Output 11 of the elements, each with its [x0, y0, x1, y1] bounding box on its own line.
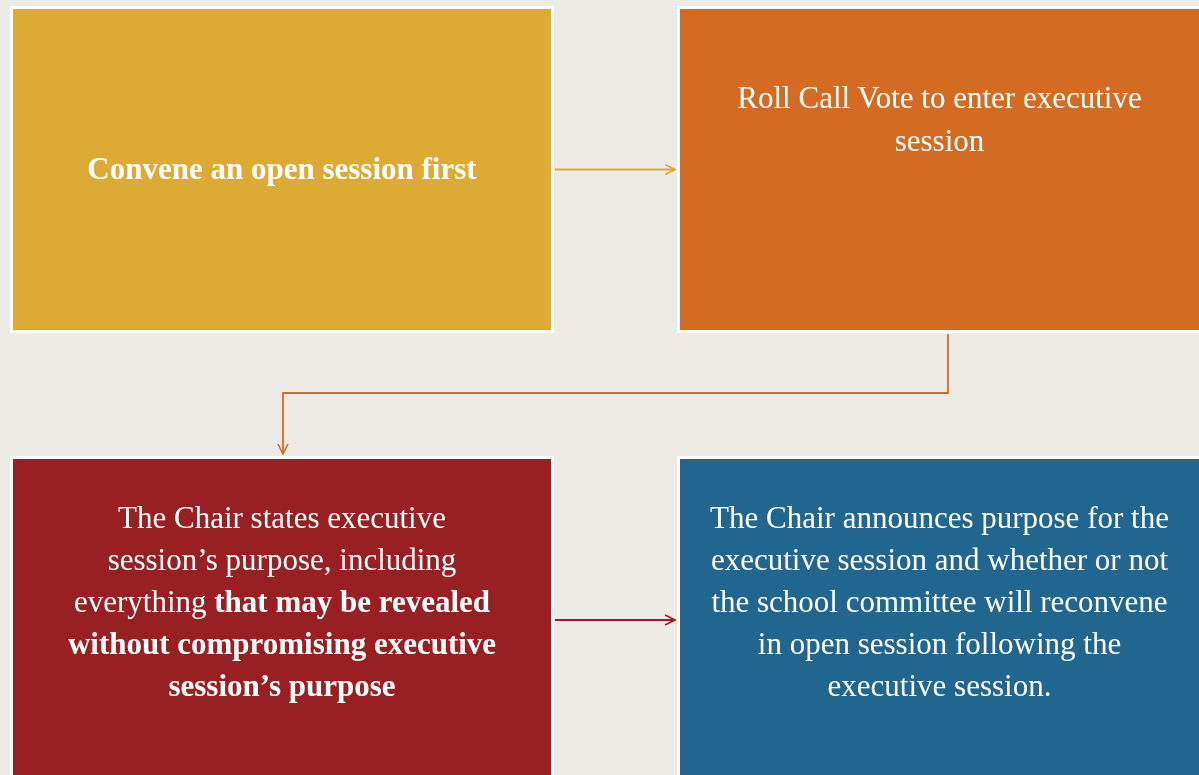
process-box: [677, 456, 1199, 775]
arrow: [554, 163, 676, 176]
step-text: Convene an open session first: [87, 150, 477, 189]
step-text: The Chair states executive session’s purpose, including everything that may be revealed without compromising executive session’s purpose: [66, 498, 498, 706]
arrow: [554, 614, 676, 626]
process-box: [10, 6, 554, 333]
process-box: [677, 6, 1199, 333]
step-text: The Chair announces purpose for the executive session and whether or not the school committee will reconvene in open session following the executive session.: [709, 498, 1170, 706]
process-box: [10, 456, 554, 775]
step-text: Roll Call Vote to enter executive session: [736, 79, 1143, 160]
arrow: [277, 333, 949, 455]
